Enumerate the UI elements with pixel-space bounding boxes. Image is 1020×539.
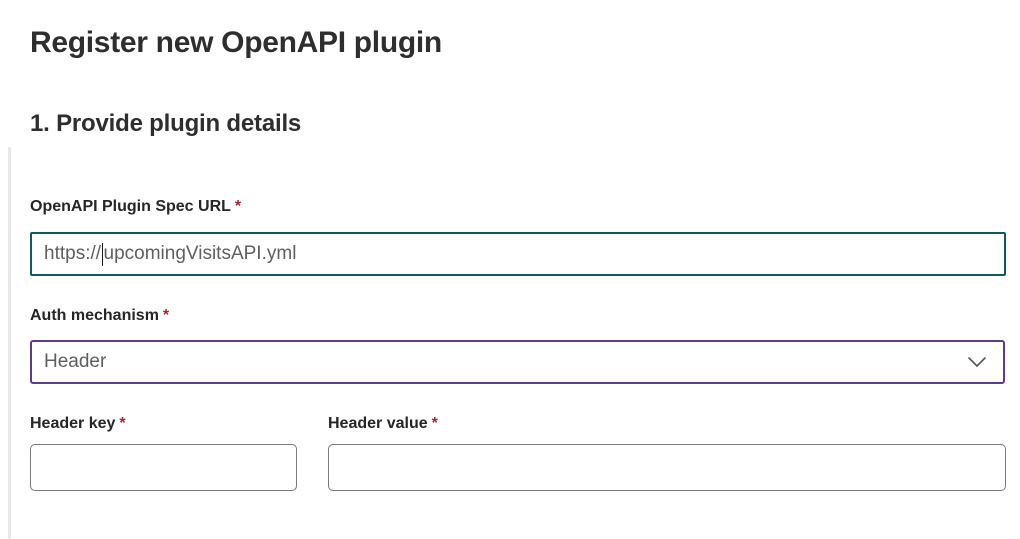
text-caret [101, 242, 104, 266]
spec-url-value-before-caret: https:// [44, 243, 102, 264]
header-key-input[interactable] [30, 444, 297, 491]
spec-url-label: OpenAPI Plugin Spec URL* [30, 197, 241, 217]
required-asterisk: * [431, 415, 438, 432]
header-value-label-text: Header value [328, 415, 428, 432]
spec-url-value-after-caret: upcomingVisitsAPI.yml [103, 243, 297, 264]
section-heading: 1. Provide plugin details [30, 110, 302, 137]
auth-mechanism-label: Auth mechanism* [30, 306, 169, 326]
auth-mechanism-dropdown[interactable]: Header [30, 340, 1005, 384]
header-key-label-text: Header key [30, 415, 116, 432]
auth-mechanism-label-text: Auth mechanism [30, 307, 159, 324]
required-asterisk: * [234, 198, 242, 215]
spec-url-input[interactable]: https://upcomingVisitsAPI.yml [30, 232, 1006, 276]
left-divider [8, 147, 11, 539]
chevron-down-icon [967, 356, 987, 368]
required-asterisk: * [119, 415, 126, 432]
header-key-label: Header key* [30, 414, 126, 434]
auth-mechanism-selected-value: Header [44, 351, 107, 372]
page-title: Register new OpenAPI plugin [30, 26, 442, 59]
header-value-label: Header value* [328, 414, 438, 434]
header-value-input[interactable] [328, 444, 1006, 491]
required-asterisk: * [162, 307, 170, 324]
spec-url-label-text: OpenAPI Plugin Spec URL [30, 198, 231, 215]
